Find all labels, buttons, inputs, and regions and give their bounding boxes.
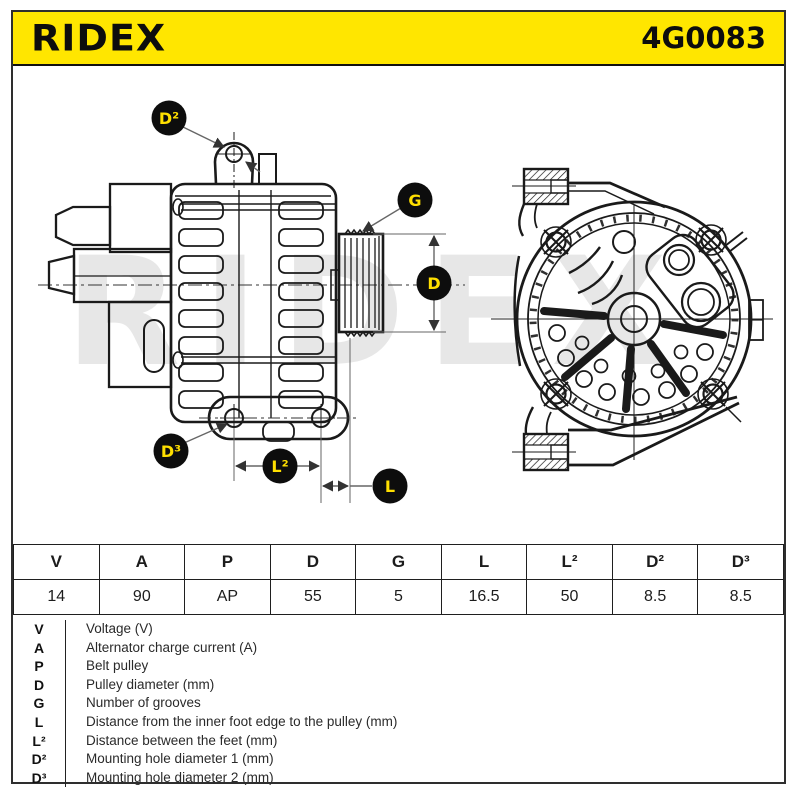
- spec-val-d3: 8.5: [697, 579, 784, 615]
- legend-desc-l: Distance from the inner foot edge to the…: [86, 713, 398, 729]
- legend-description-column: Voltage (V) Alternator charge current (A…: [66, 620, 784, 787]
- callout-d-label: D: [427, 274, 440, 293]
- legend-desc-d3: Mounting hole diameter 2 (mm): [86, 769, 274, 785]
- spec-val-d: 55: [269, 579, 357, 615]
- callout-d3-label: D³: [161, 442, 181, 461]
- callout-l2-label: L²: [271, 457, 288, 476]
- spec-val-l: 16.5: [440, 579, 528, 615]
- callout-g-label: G: [408, 191, 421, 210]
- legend-desc-d: Pulley diameter (mm): [86, 676, 215, 692]
- callout-d2-label: D²: [159, 109, 179, 128]
- legend-symbol-d2: D²: [31, 751, 47, 768]
- front-bottom-bracket: [512, 395, 740, 472]
- front-top-bracket: [512, 167, 666, 237]
- callout-d: D: [416, 265, 452, 301]
- spec-col-l2: L²: [526, 544, 613, 580]
- legend-desc-p: Belt pulley: [86, 658, 149, 674]
- spec-table: V A P D G L L² D² D³ 14 90 AP 55 5 16.5 …: [13, 544, 784, 615]
- technical-drawing-area: RIDEX: [13, 66, 784, 544]
- spec-val-g: 5: [355, 579, 442, 615]
- legend-symbol-column: V A P D G L L² D² D³: [13, 620, 66, 788]
- spec-val-p: AP: [184, 579, 271, 615]
- spec-col-d3: D³: [697, 544, 784, 580]
- spec-col-g: G: [355, 544, 442, 580]
- spec-col-a: A: [98, 544, 186, 580]
- callout-g: G: [397, 182, 433, 218]
- legend-symbol-l: L: [34, 713, 44, 730]
- alternator-front-view: [491, 167, 773, 472]
- brand-header: RIDEX 4G0083: [13, 12, 784, 66]
- legend-desc-a: Alternator charge current (A): [86, 639, 258, 655]
- callout-d2: D²: [151, 100, 187, 136]
- spec-col-l: L: [440, 544, 528, 580]
- content-frame: RIDEX 4G0083 RIDEX: [11, 10, 786, 788]
- ridex-logo: RIDEX: [31, 17, 167, 59]
- spec-val-v: 14: [13, 579, 100, 615]
- legend-desc-d2: Mounting hole diameter 1 (mm): [86, 751, 274, 767]
- callout-l: L: [372, 468, 408, 504]
- callout-d3: D³: [153, 433, 189, 469]
- legend-symbol-v: V: [34, 621, 44, 637]
- legend-symbol-d: D: [33, 676, 45, 693]
- spec-val-d2: 8.5: [611, 579, 699, 615]
- legend-desc-l2: Distance between the feet (mm): [86, 732, 278, 748]
- legend-symbol-g: G: [33, 695, 45, 712]
- spec-table-value-row: 14 90 AP 55 5 16.5 50 8.5 8.5: [13, 579, 784, 615]
- spec-col-v: V: [13, 544, 100, 580]
- legend-symbol-a: A: [33, 639, 45, 656]
- legend-symbol-d3: D³: [31, 769, 47, 786]
- legend-desc-g: Number of grooves: [86, 695, 201, 711]
- callout-l2: L²: [262, 448, 298, 484]
- legend-desc-v: Voltage (V): [86, 621, 153, 636]
- alternator-side-view: [38, 132, 465, 442]
- legend-symbol-l2: L²: [32, 732, 46, 749]
- spec-col-p: P: [184, 544, 271, 580]
- spec-val-a: 90: [98, 579, 186, 615]
- spec-col-d: D: [269, 544, 357, 580]
- spec-val-l2: 50: [526, 579, 613, 615]
- spec-table-header-row: V A P D G L L² D² D³: [13, 544, 784, 580]
- alternator-technical-drawing: D² G D D³ L²: [38, 100, 773, 504]
- legend-symbol-p: P: [34, 658, 44, 675]
- part-number: 4G0083: [641, 21, 766, 55]
- spec-col-d2: D²: [611, 544, 699, 580]
- callout-l-label: L: [385, 477, 395, 496]
- legend: V A P D G L L² D² D³ Voltage (V) Alterna…: [13, 615, 784, 788]
